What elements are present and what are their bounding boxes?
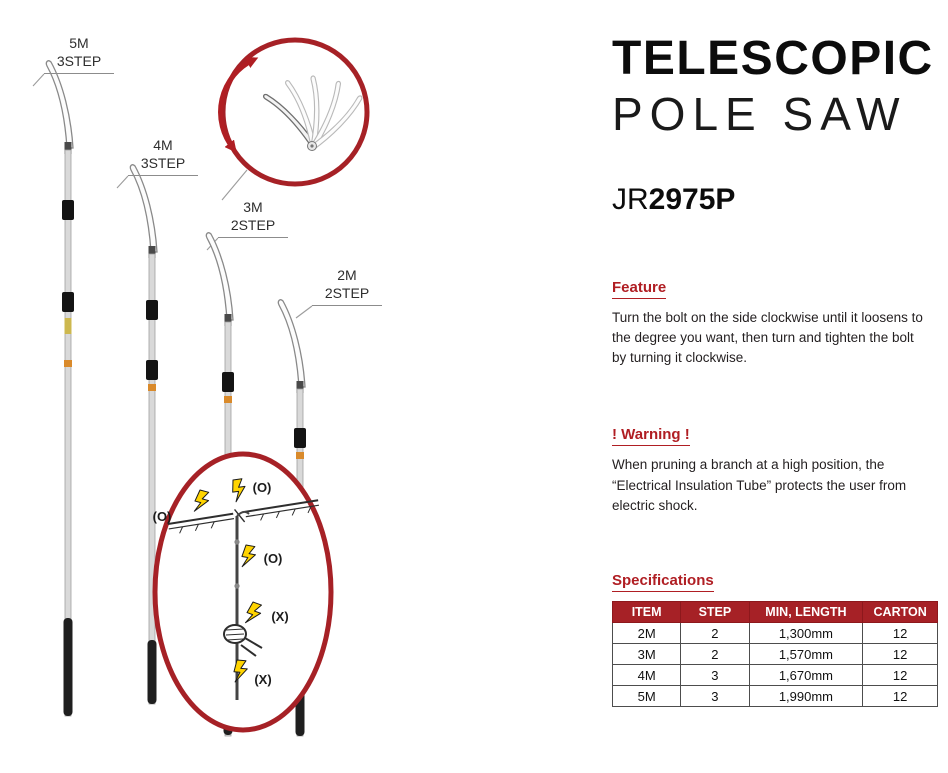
callout-size: 3M	[243, 199, 263, 215]
cell-carton: 12	[862, 664, 938, 687]
specifications-heading: Specifications	[612, 572, 714, 593]
label-x-bottom: (X)	[254, 672, 271, 687]
electric-safety-inset: (O) (O) (O) (X) (X)	[152, 451, 334, 733]
cell-step: 3	[680, 685, 750, 708]
warning-heading: ! Warning !	[612, 426, 690, 447]
warning-body: When pruning a branch at a high position…	[612, 457, 907, 513]
product-title-line2: POLE SAW	[612, 88, 907, 141]
callout-3m: 3M 2STEP	[218, 198, 288, 239]
feature-heading: Feature	[612, 279, 667, 299]
label-x-hand: (X)	[271, 609, 288, 624]
cell-step: 2	[680, 622, 750, 645]
spec-col-carton: CARTON	[862, 601, 938, 624]
specifications-section: Specifications ITEM STEP MIN, LENGTH CAR…	[611, 572, 938, 708]
product-info-panel: TELESCOPIC POLE SAW JR2975P Feature Turn…	[611, 32, 938, 708]
warning-section: ! Warning ! When pruning a branch at a h…	[612, 426, 938, 516]
callout-step: 3STEP	[140, 155, 186, 172]
cell-length: 1,990mm	[748, 685, 864, 708]
cell-carton: 12	[862, 685, 938, 708]
product-title-line1: TELESCOPIC	[612, 32, 934, 85]
pole-saw-illustration: (O) (O) (O) (X) (X)	[32, 37, 370, 737]
callout-size: 2M	[337, 267, 357, 283]
cell-length: 1,570mm	[748, 643, 864, 666]
spec-col-item: ITEM	[611, 601, 682, 624]
callout-size: 5M	[69, 35, 89, 51]
callout-5m: 5M 3STEP	[44, 34, 114, 75]
table-row: 3M 2 1,570mm 12	[611, 643, 938, 666]
feature-body: Turn the bolt on the side clockwise unti…	[612, 309, 923, 366]
callout-step: 2STEP	[230, 217, 276, 234]
callout-step: 3STEP	[56, 53, 102, 70]
cell-item: 4M	[611, 664, 682, 687]
label-o-top: (O)	[253, 480, 272, 495]
callout-step: 2STEP	[324, 285, 370, 302]
table-row: 5M 3 1,990mm 12	[611, 685, 938, 708]
cell-step: 2	[680, 643, 750, 666]
feature-section: Feature Turn the bolt on the side clockw…	[612, 279, 938, 369]
pole-saw-4m	[129, 164, 158, 705]
hand-icon	[223, 624, 263, 657]
cell-item: 5M	[611, 685, 682, 708]
cell-item: 3M	[611, 643, 682, 666]
cell-item: 2M	[611, 622, 682, 645]
callout-4m: 4M 3STEP	[128, 136, 198, 177]
cell-step: 3	[680, 664, 750, 687]
cell-carton: 12	[862, 622, 938, 645]
label-o-mid: (O)	[264, 551, 283, 566]
callout-2m: 2M 2STEP	[312, 266, 382, 307]
angle-adjust-inset	[218, 37, 370, 187]
table-row: 2M 2 1,300mm 12	[611, 622, 938, 645]
model-digits: 2975P	[648, 182, 736, 216]
model-prefix: JR	[612, 182, 649, 216]
label-o-left: (O)	[153, 509, 172, 524]
spec-col-length: MIN, LENGTH	[748, 601, 864, 624]
cell-length: 1,670mm	[748, 664, 864, 687]
spec-table: ITEM STEP MIN, LENGTH CARTON 2M 2 1,300m…	[611, 601, 938, 708]
rotation-arrow-icon	[218, 57, 259, 153]
pole-saw-5m	[45, 60, 74, 717]
cell-carton: 12	[862, 643, 938, 666]
callout-size: 4M	[153, 137, 173, 153]
cell-length: 1,300mm	[748, 622, 864, 645]
table-row: 4M 3 1,670mm 12	[611, 664, 938, 687]
spec-col-step: STEP	[680, 601, 750, 624]
model-number: JR2975P	[612, 183, 938, 217]
spec-table-header-row: ITEM STEP MIN, LENGTH CARTON	[611, 601, 938, 624]
